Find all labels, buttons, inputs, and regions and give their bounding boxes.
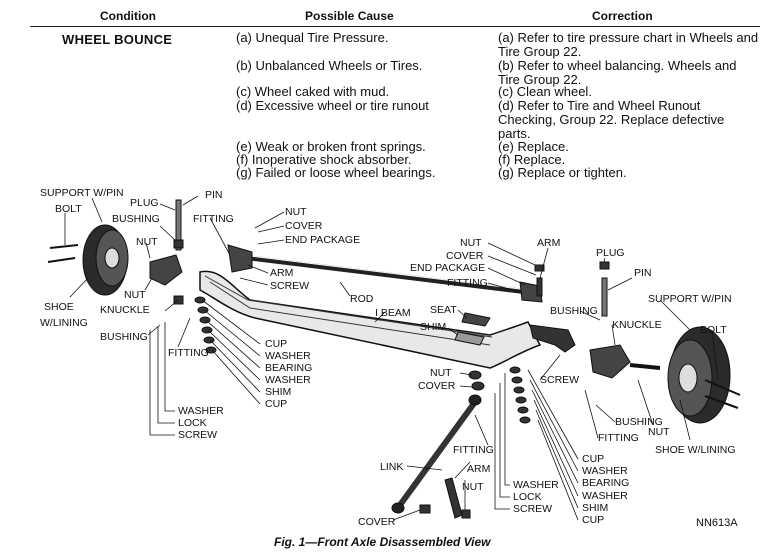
label-arm-right-top: ARM bbox=[537, 237, 560, 249]
correction-b: (b) Refer to wheel balancing. Wheels and… bbox=[498, 58, 737, 87]
correction-a: (a) Refer to tire pressure chart in Whee… bbox=[498, 30, 759, 59]
label-i-beam: I BEAM bbox=[375, 307, 411, 319]
label-rod: ROD bbox=[350, 293, 374, 305]
label-shoe-left: SHOE bbox=[44, 301, 74, 313]
label-bushing-right-1: BUSHING bbox=[550, 305, 598, 317]
label-bolt-left: BOLT bbox=[55, 203, 82, 215]
label-fitting-left-1: FITTING bbox=[193, 213, 234, 225]
label-shim-r: SHIM bbox=[582, 502, 608, 514]
cause-f: (f) Inoperative shock absorber. bbox=[236, 152, 412, 167]
label-seat: SEAT bbox=[430, 304, 457, 316]
label-plug-right: PLUG bbox=[596, 247, 625, 259]
label-washer-r1: WASHER bbox=[582, 465, 628, 477]
label-bearing-l: BEARING bbox=[265, 362, 312, 374]
label-cover-lower: COVER bbox=[358, 516, 396, 528]
label-lock-r: LOCK bbox=[513, 491, 542, 503]
drag-link bbox=[391, 394, 482, 519]
cause-e: (e) Weak or broken front springs. bbox=[236, 139, 426, 154]
label-nut-right: NUT bbox=[648, 426, 670, 438]
spring-seat bbox=[454, 312, 491, 346]
correction-d: (d) Refer to Tire and Wheel Runout Check… bbox=[498, 98, 725, 141]
label-end-package-left: END PACKAGE bbox=[285, 234, 360, 246]
figure-caption: Fig. 1—Front Axle Disassembled View bbox=[274, 535, 491, 549]
cause-c: (c) Wheel caked with mud. bbox=[236, 84, 390, 99]
header-condition: Condition bbox=[100, 9, 156, 23]
label-cover-top: COVER bbox=[285, 220, 323, 232]
label-cover-center: COVER bbox=[418, 380, 456, 392]
label-nut-center: NUT bbox=[430, 367, 452, 379]
label-support-right: SUPPORT W/PIN bbox=[648, 293, 732, 305]
cause-b: (b) Unbalanced Wheels or Tires. bbox=[236, 58, 423, 73]
right-brake-support bbox=[667, 326, 741, 424]
label-fitting-right-2: FITTING bbox=[598, 432, 639, 444]
label-pin-left: PIN bbox=[205, 189, 223, 201]
label-cup-r1: CUP bbox=[582, 453, 604, 465]
label-nut-left-2: NUT bbox=[124, 289, 146, 301]
label-washer-l1: WASHER bbox=[265, 350, 311, 362]
label-bushing-right-2: BUSHING bbox=[615, 416, 663, 428]
label-support-left: SUPPORT W/PIN bbox=[40, 187, 124, 199]
header-possible-cause: Possible Cause bbox=[305, 9, 394, 23]
label-cup-l1: CUP bbox=[265, 338, 287, 350]
label-nut-lower: NUT bbox=[462, 481, 484, 493]
correction-e: (e) Replace. bbox=[498, 139, 569, 154]
right-knuckle bbox=[589, 261, 661, 379]
label-cover-right-top: COVER bbox=[446, 250, 484, 262]
label-knuckle-right: KNUCKLE bbox=[612, 319, 662, 331]
left-bearing-stack bbox=[194, 296, 217, 354]
label-shim-center: SHIM bbox=[420, 321, 446, 333]
label-pin-right: PIN bbox=[634, 267, 652, 279]
label-shoe-w-lining-right: SHOE W/LINING bbox=[655, 444, 736, 456]
label-lock-bottom: LOCK bbox=[178, 417, 207, 429]
label-bushing-left: BUSHING bbox=[100, 331, 148, 343]
cause-d: (d) Excessive wheel or tire runout bbox=[236, 98, 429, 113]
right-steering-arm bbox=[529, 264, 576, 353]
label-screw-bottom: SCREW bbox=[178, 429, 217, 441]
label-arm-lower: ARM bbox=[467, 463, 490, 475]
left-brake-support bbox=[47, 224, 129, 296]
tie-rod bbox=[227, 244, 543, 303]
label-fitting-left-2: FITTING bbox=[168, 347, 209, 359]
correction-g: (g) Replace or tighten. bbox=[498, 165, 627, 180]
label-bushing-left-top: BUSHING bbox=[112, 213, 160, 225]
correction-f: (f) Replace. bbox=[498, 152, 566, 167]
label-nut-right-top: NUT bbox=[460, 237, 482, 249]
label-w-lining-left: W/LINING bbox=[40, 317, 88, 329]
label-fitting-right-top: FITTING bbox=[447, 277, 488, 289]
cause-a: (a) Unequal Tire Pressure. bbox=[236, 30, 389, 45]
label-end-package-right: END PACKAGE bbox=[410, 262, 485, 274]
condition-wheel-bounce: WHEEL BOUNCE bbox=[62, 32, 173, 47]
label-washer-bottom: WASHER bbox=[178, 405, 224, 417]
label-cup-l2: CUP bbox=[265, 398, 287, 410]
label-shim-l: SHIM bbox=[265, 386, 291, 398]
label-nut-left-1: NUT bbox=[136, 236, 158, 248]
label-cup-r2: CUP bbox=[582, 514, 604, 526]
front-axle-diagram: SUPPORT W/PIN BOLT PLUG PIN BUSHING FITT… bbox=[40, 187, 741, 528]
cause-g: (g) Failed or loose wheel bearings. bbox=[236, 165, 436, 180]
label-washer-r3: WASHER bbox=[513, 479, 559, 491]
label-fitting-lower: FITTING bbox=[453, 444, 494, 456]
label-washer-r2: WASHER bbox=[582, 490, 628, 502]
label-link: LINK bbox=[380, 461, 403, 473]
header-rule bbox=[30, 26, 760, 27]
label-knuckle-left: KNUCKLE bbox=[100, 304, 150, 316]
right-bearing-stack bbox=[468, 366, 531, 424]
label-bolt-right: BOLT bbox=[700, 324, 727, 336]
label-screw-left: SCREW bbox=[270, 280, 309, 292]
label-plug-left: PLUG bbox=[130, 197, 159, 209]
label-arm-left: ARM bbox=[270, 267, 293, 279]
label-screw-r: SCREW bbox=[513, 503, 552, 515]
correction-c: (c) Clean wheel. bbox=[498, 84, 592, 99]
figure-code: NN613A bbox=[696, 517, 738, 529]
label-screw-right: SCREW bbox=[540, 374, 579, 386]
label-washer-l2: WASHER bbox=[265, 374, 311, 386]
label-bearing-r: BEARING bbox=[582, 477, 629, 489]
header-correction: Correction bbox=[592, 9, 653, 23]
left-knuckle bbox=[149, 199, 184, 305]
label-nut-top: NUT bbox=[285, 206, 307, 218]
